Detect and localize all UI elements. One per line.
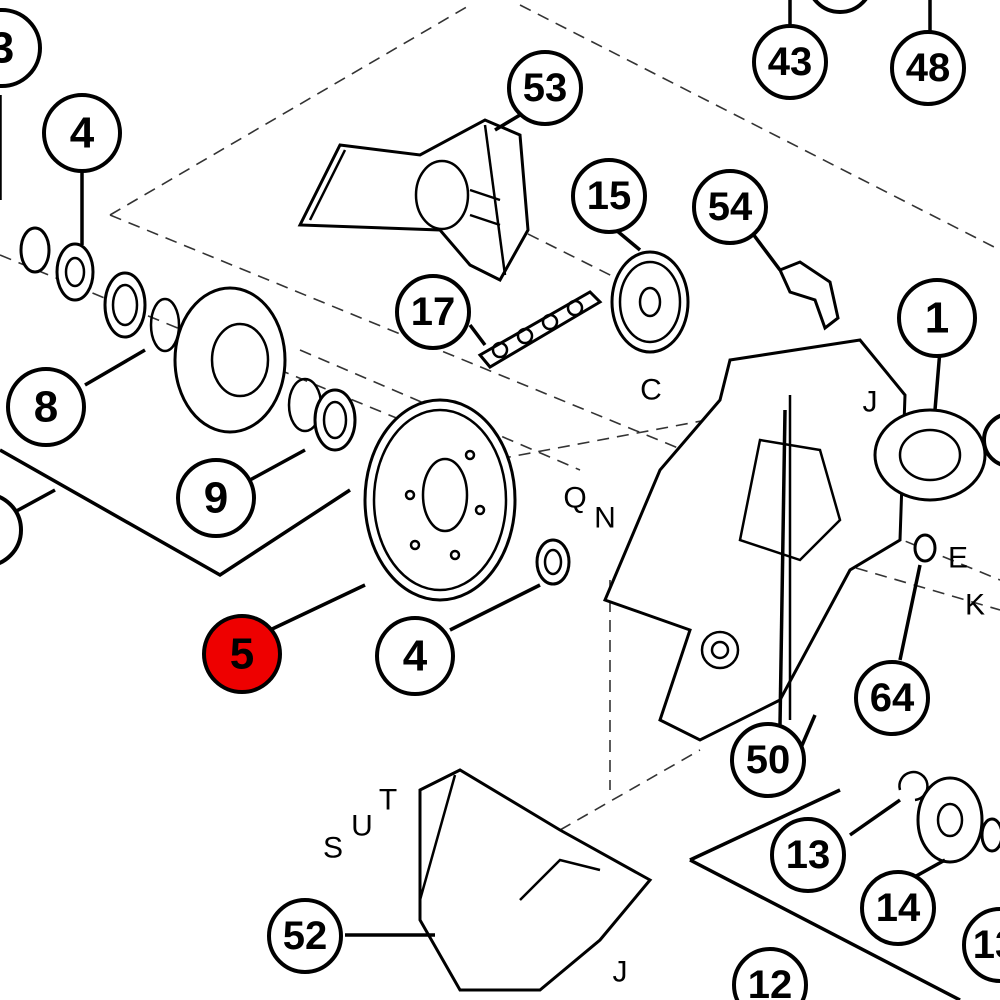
svg-text:1: 1 bbox=[925, 294, 949, 343]
callout-1: 1 bbox=[897, 278, 977, 358]
callout-17: 17 bbox=[395, 274, 471, 350]
letter-k: K bbox=[965, 589, 985, 622]
part-17-chain bbox=[477, 290, 603, 369]
svg-text:14: 14 bbox=[876, 886, 921, 930]
letter-j-top: J bbox=[863, 386, 878, 419]
bracket-lines bbox=[0, 448, 961, 1000]
part-4-bearing bbox=[535, 538, 571, 586]
callout-partial-right bbox=[982, 413, 1000, 467]
svg-text:9: 9 bbox=[204, 474, 228, 523]
callout-64: 64 bbox=[854, 660, 930, 736]
svg-text:50: 50 bbox=[746, 738, 791, 782]
svg-text:5: 5 bbox=[230, 630, 254, 679]
part-64-washer bbox=[913, 533, 937, 563]
letter-u: U bbox=[351, 810, 373, 843]
callout-50: 50 bbox=[730, 722, 806, 798]
callout-15: 15 bbox=[571, 158, 647, 234]
callout-13-edge: 13 bbox=[962, 907, 1000, 983]
letter-q: Q bbox=[563, 482, 586, 515]
svg-text:12: 12 bbox=[748, 963, 793, 1000]
svg-text:17: 17 bbox=[411, 290, 456, 334]
callout-14: 14 bbox=[860, 870, 936, 946]
svg-text:4: 4 bbox=[70, 109, 95, 158]
left-shaft-parts bbox=[19, 226, 181, 353]
part-53-chain-guard bbox=[297, 118, 530, 282]
svg-text:52: 52 bbox=[283, 914, 328, 958]
svg-text:15: 15 bbox=[587, 174, 632, 218]
svg-text:64: 64 bbox=[870, 676, 915, 720]
lower-right-parts bbox=[898, 770, 1000, 864]
callout-4-top: 4 bbox=[42, 93, 122, 173]
svg-text:54: 54 bbox=[708, 185, 753, 229]
callout-3: 3 bbox=[0, 8, 42, 88]
callout-4-mid: 4 bbox=[375, 616, 455, 696]
callout-partial-top bbox=[812, 0, 868, 14]
svg-text:13: 13 bbox=[786, 833, 831, 877]
svg-text:53: 53 bbox=[523, 66, 568, 110]
letter-n: N bbox=[594, 502, 616, 535]
callout-48: 48 bbox=[890, 30, 966, 106]
part-15-sprocket bbox=[610, 250, 690, 354]
callout-12: 12 bbox=[732, 947, 808, 1000]
svg-text:43: 43 bbox=[768, 40, 813, 84]
letter-s: S bbox=[323, 832, 343, 865]
part-54-bracket bbox=[777, 260, 840, 331]
svg-text:4: 4 bbox=[403, 632, 428, 681]
callout-9: 9 bbox=[176, 458, 256, 538]
part-1-housing bbox=[602, 338, 987, 742]
callout-54: 54 bbox=[692, 169, 768, 245]
callout-13: 13 bbox=[770, 817, 846, 893]
part-5-large-sprocket bbox=[363, 398, 517, 602]
callout-52: 52 bbox=[267, 898, 343, 974]
svg-text:8: 8 bbox=[34, 383, 58, 432]
callout-5: 5 bbox=[202, 614, 282, 694]
letter-t: T bbox=[379, 784, 397, 817]
callout-53: 53 bbox=[507, 50, 583, 126]
callout-43: 43 bbox=[752, 24, 828, 100]
letter-c: C bbox=[640, 374, 662, 407]
svg-text:3: 3 bbox=[0, 24, 14, 73]
callout-partial-left bbox=[0, 495, 23, 565]
svg-text:48: 48 bbox=[906, 46, 951, 90]
part-52-lower-cover bbox=[418, 768, 653, 992]
letter-e: E bbox=[948, 542, 968, 575]
svg-text:13: 13 bbox=[973, 923, 1000, 967]
letter-j-bottom: J bbox=[613, 956, 628, 989]
callout-8: 8 bbox=[6, 367, 86, 447]
hub-flange bbox=[173, 286, 357, 452]
letter-labels: C J Q N E K S U T J bbox=[323, 374, 985, 989]
